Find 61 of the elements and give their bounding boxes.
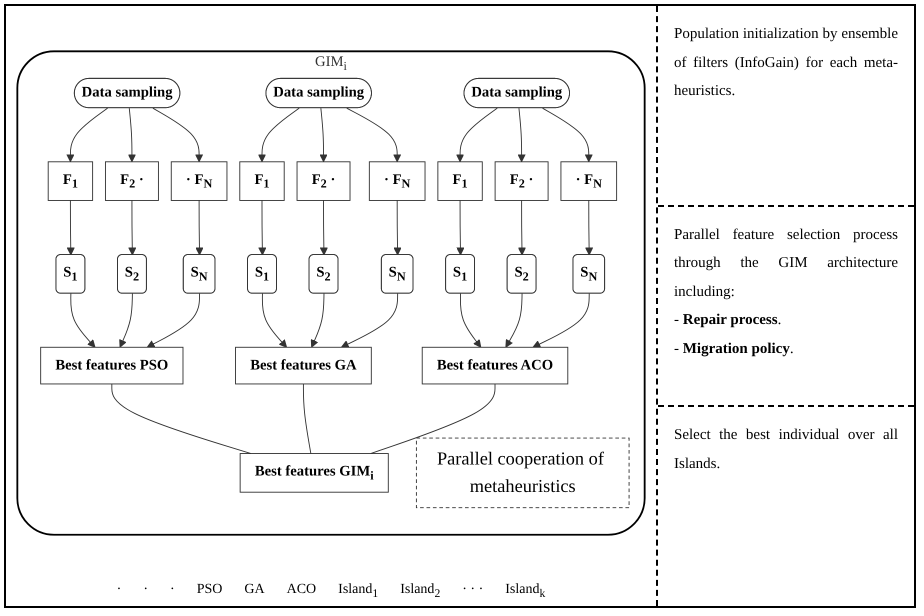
connector (302, 384, 312, 454)
arrow (460, 293, 482, 348)
arrow (456, 200, 464, 256)
arrow (340, 293, 398, 348)
arrow (195, 200, 204, 256)
arrow (456, 108, 498, 162)
arrow (128, 200, 136, 256)
note-text: - Repair process. (674, 311, 782, 330)
node-box (494, 161, 549, 201)
arrow (66, 108, 108, 162)
node-box (105, 161, 159, 201)
arrow (310, 293, 324, 348)
annotation-label: · (143, 582, 148, 600)
connector (370, 384, 496, 454)
arrow (262, 293, 288, 348)
annotation-label: PSO (196, 582, 222, 600)
diagram-frame: GIM$_{i}$ Data sampling F$_{1}$ F$_{2}$ · · F$_{N}$ Data sampling F$_{1}$ F$_{2}$ · · F$_{N}$ Data sampling F$_{1}$ F$_{2}$ · · F$_{N}$ S$_{1}$ S$_{2}$ S$_{N}$ S$_{1}$ S$_{2}$ S$_{N}$ S$_{1}$ S$_{2}$ S$_{N}$ Best features PSO Best features GA Best features ACO Best features GIM$_{i}$ Parallel cooperation of metaheuristics · · · PSO GA ACO Island$_{1}$ Island$_{2}$ · · · Island$_{k}$ Population initialization by ensemble of filters (InfoGain) for each meta-heuristics. Parallel feature selection process through the GIM architecture including: - Repair process. - Migration policy. Select the best individual over all Islands. (4, 4, 916, 608)
arrow (320, 200, 328, 256)
arrow (542, 108, 593, 162)
arrow (518, 200, 526, 256)
arrow (320, 108, 328, 162)
arrow (532, 293, 590, 348)
node-box (40, 346, 184, 384)
arrow (258, 200, 266, 256)
arrow (505, 293, 523, 348)
arrow (146, 293, 200, 348)
note-text: Select the best individual over all Islands. (674, 426, 898, 474)
node-box (422, 346, 568, 384)
annotation-label: ACO (286, 582, 316, 600)
arrow (394, 200, 402, 256)
cluster (16, 50, 646, 536)
annotation-label: GA (244, 582, 265, 600)
note-text: - Migration policy. (674, 340, 795, 359)
annotation-label: Island$_{2}$ (400, 582, 440, 600)
node-box (239, 161, 285, 201)
annotation-label: · · · (462, 582, 484, 600)
node-box (368, 161, 426, 201)
node-box (296, 161, 350, 201)
arrow (128, 108, 136, 162)
note-text: Parallel feature selection process through the GIM architecture including: (674, 226, 898, 302)
annotation-label: · (116, 582, 122, 600)
arrow (346, 108, 402, 162)
annotation-label: Island$_{k}$ (505, 582, 546, 600)
node-box (560, 161, 618, 201)
node-box (235, 346, 372, 384)
annotation-label: · (170, 582, 175, 600)
node-box (240, 453, 389, 493)
connector (111, 384, 252, 454)
node-box (48, 161, 94, 201)
node-box (416, 438, 630, 508)
arrow (585, 200, 594, 256)
arrow (152, 108, 204, 162)
annotation-label: Island$_{1}$ (338, 582, 378, 600)
arrow (66, 200, 75, 256)
arrow (518, 108, 526, 162)
arrow (119, 293, 133, 348)
node-box (170, 161, 228, 201)
node-box (437, 161, 483, 201)
arrow (70, 293, 96, 348)
note-text: Population initialization by ensemble of filters (InfoGain) for each meta-heuristics. (674, 25, 898, 101)
arrow (258, 108, 300, 162)
